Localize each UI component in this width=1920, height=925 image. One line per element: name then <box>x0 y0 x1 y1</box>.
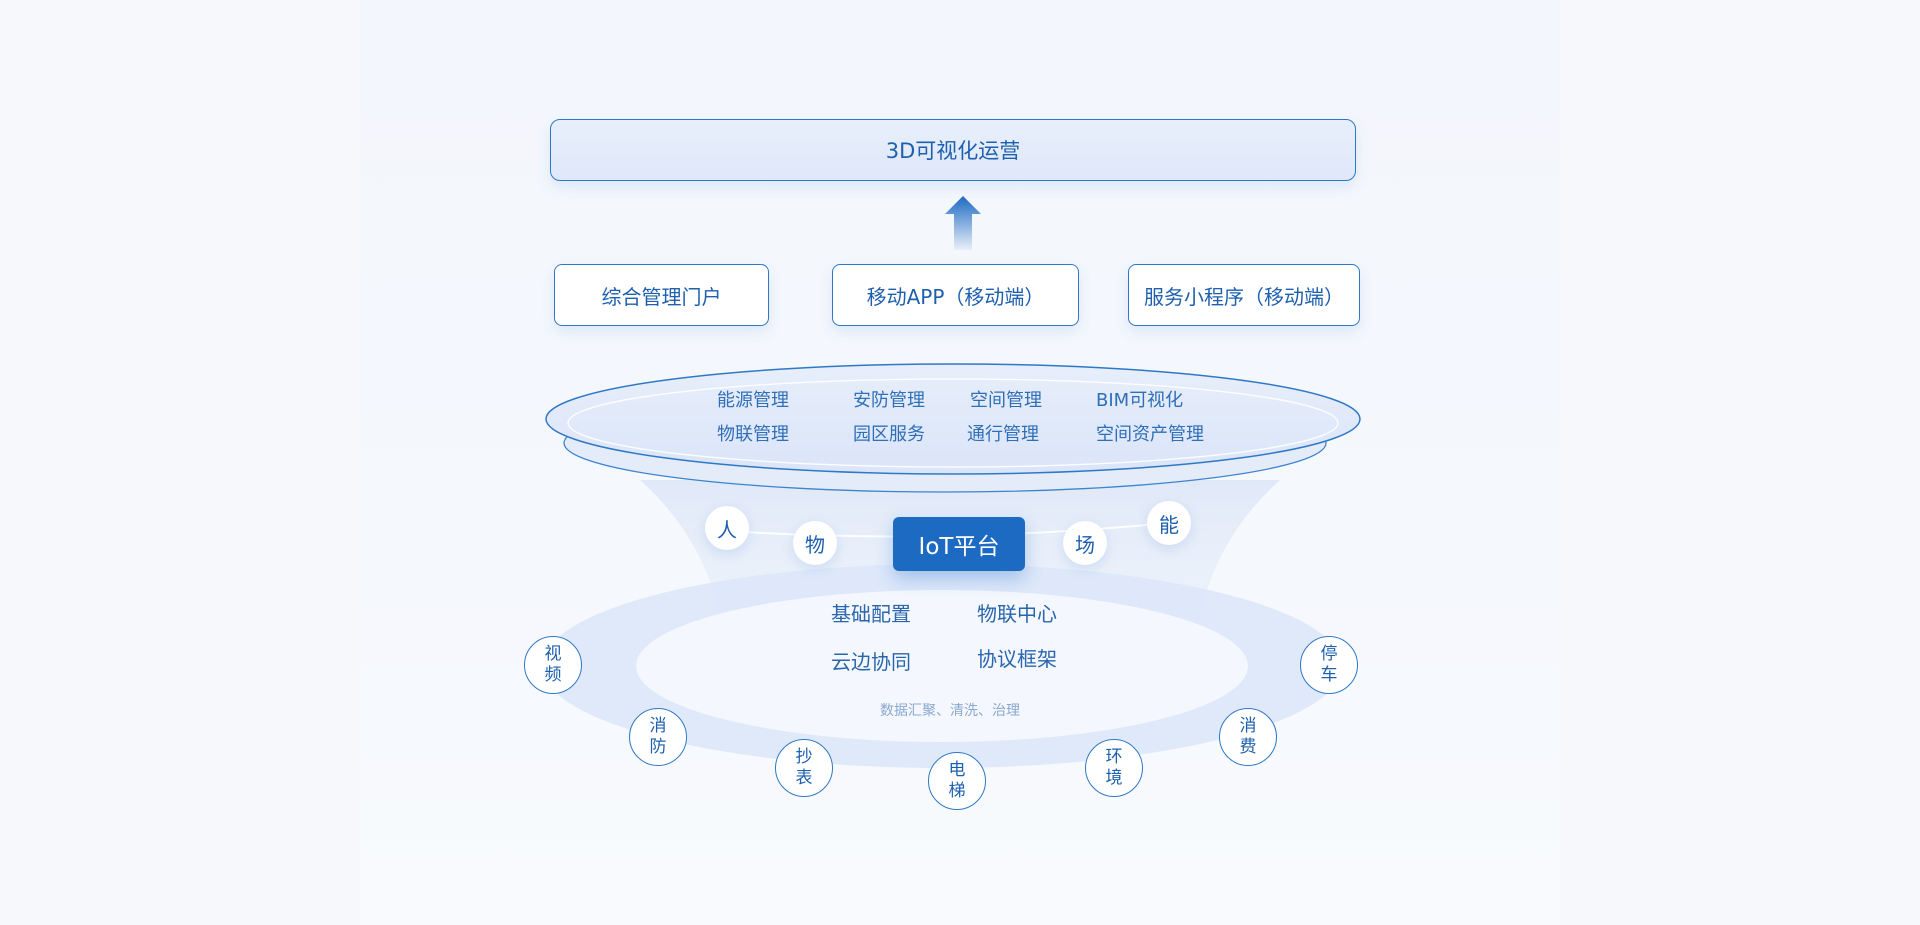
device-elevator: 电 梯 <box>928 752 986 810</box>
module-energy: 能源管理 <box>717 390 789 411</box>
up-arrow-icon <box>945 196 981 250</box>
module-access: 通行管理 <box>967 424 1039 445</box>
app-box-portal: 综合管理门户 <box>554 264 769 326</box>
dimension-person: 人 <box>705 506 749 550</box>
app-box-portal-label: 综合管理门户 <box>601 284 722 309</box>
device-video-line2: 频 <box>544 665 562 685</box>
device-meter-line1: 抄 <box>795 747 813 767</box>
device-environment-line2: 境 <box>1105 768 1123 788</box>
module-disc-inner <box>567 378 1339 468</box>
dimension-energy-label: 能 <box>1159 512 1179 537</box>
device-meter-line2: 表 <box>795 768 813 788</box>
module-space: 空间管理 <box>970 390 1042 411</box>
module-space-asset: 空间资产管理 <box>1096 424 1204 445</box>
dimension-venue: 场 <box>1063 521 1107 565</box>
device-fire-line2: 防 <box>649 737 667 757</box>
module-park-service: 园区服务 <box>853 424 925 445</box>
device-video-line1: 视 <box>544 644 562 664</box>
app-box-mobile-app: 移动APP（移动端） <box>832 264 1079 326</box>
module-iot-management: 物联管理 <box>717 424 789 445</box>
app-box-mini-program: 服务小程序（移动端） <box>1128 264 1360 326</box>
device-parking-line2: 车 <box>1320 665 1338 685</box>
device-environment: 环 境 <box>1085 739 1143 797</box>
device-parking-line1: 停 <box>1320 644 1338 664</box>
dimension-thing: 物 <box>793 521 837 565</box>
device-consumption: 消 费 <box>1219 708 1277 766</box>
device-fire: 消 防 <box>629 708 687 766</box>
device-consumption-line2: 费 <box>1239 737 1257 757</box>
dimension-thing-label: 物 <box>805 532 825 557</box>
data-ring-inner <box>636 590 1248 742</box>
device-consumption-line1: 消 <box>1239 716 1257 736</box>
app-box-mobile-app-label: 移动APP（移动端） <box>866 284 1045 309</box>
module-security: 安防管理 <box>853 390 925 411</box>
module-bim: BIM可视化 <box>1096 390 1184 411</box>
device-parking: 停 车 <box>1300 636 1358 694</box>
dimension-person-label: 人 <box>717 517 737 542</box>
app-box-mini-program-label: 服务小程序（移动端） <box>1144 284 1344 309</box>
top-layer-box: 3D可视化运营 <box>550 119 1356 181</box>
device-environment-line1: 环 <box>1105 747 1123 767</box>
module-disc-top <box>545 363 1361 475</box>
device-video: 视 频 <box>524 636 582 694</box>
dimension-venue-label: 场 <box>1075 532 1095 557</box>
device-elevator-line2: 梯 <box>948 781 966 801</box>
device-meter: 抄 表 <box>775 739 833 797</box>
iot-feature-protocol: 协议框架 <box>977 647 1057 671</box>
iot-feature-cloud-edge: 云边协同 <box>831 650 911 674</box>
dimension-energy: 能 <box>1147 501 1191 545</box>
top-layer-label: 3D可视化运营 <box>885 139 1021 163</box>
device-fire-line1: 消 <box>649 716 667 736</box>
iot-platform-box: IoT平台 <box>893 517 1025 571</box>
iot-feature-basic-config: 基础配置 <box>831 602 911 626</box>
device-elevator-line1: 电 <box>948 760 966 780</box>
data-processing-caption: 数据汇聚、清洗、治理 <box>880 703 1020 719</box>
iot-platform-label: IoT平台 <box>918 534 1000 560</box>
iot-feature-iot-center: 物联中心 <box>977 602 1057 626</box>
